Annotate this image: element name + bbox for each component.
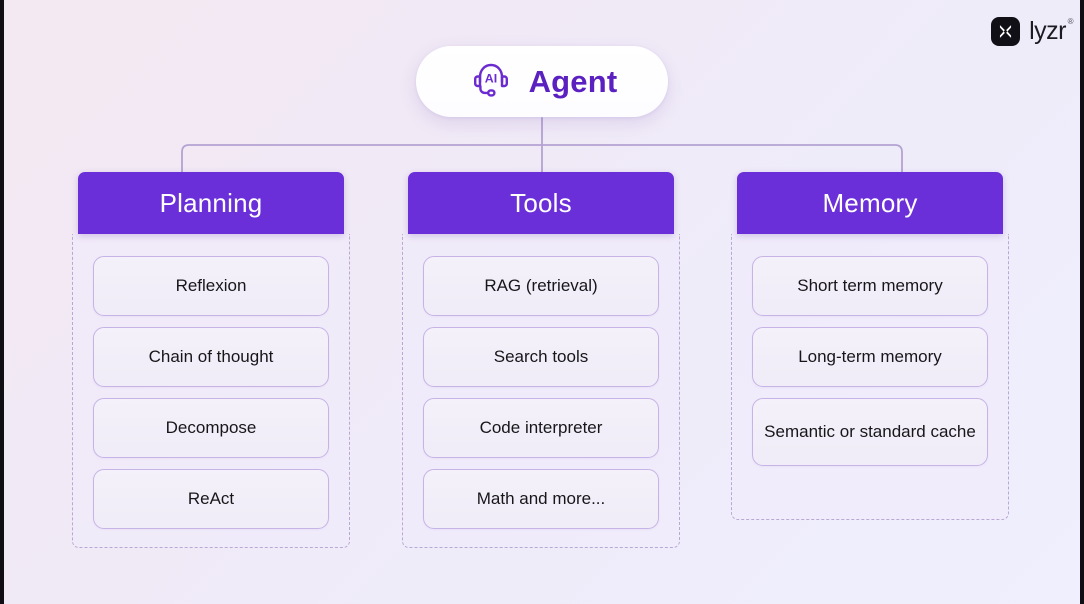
headset-ai-icon: AI (467, 55, 515, 108)
list-item[interactable]: Decompose (93, 398, 329, 458)
column-planning: Planning Reflexion Chain of thought Deco… (72, 172, 350, 548)
list-item[interactable]: Code interpreter (423, 398, 659, 458)
column-header-planning[interactable]: Planning (78, 172, 344, 234)
agent-label: Agent (528, 63, 618, 99)
brand-name-text: lyzr (1029, 17, 1066, 45)
brand-trademark: ® (1067, 17, 1074, 26)
list-item[interactable]: Math and more... (423, 469, 659, 529)
column-header-tools[interactable]: Tools (408, 172, 674, 234)
list-item[interactable]: Long-term memory (752, 327, 988, 387)
capability-columns: Planning Reflexion Chain of thought Deco… (0, 172, 1084, 572)
agent-root-node[interactable]: AI Agent (416, 46, 668, 117)
list-item[interactable]: RAG (retrieval) (423, 256, 659, 316)
column-body-memory: Short term memory Long-term memory Seman… (731, 234, 1009, 520)
list-item[interactable]: ReAct (93, 469, 329, 529)
brand-logo: lyzr ® (991, 17, 1074, 46)
column-body-planning: Reflexion Chain of thought Decompose ReA… (72, 234, 350, 548)
column-memory: Memory Short term memory Long-term memor… (731, 172, 1009, 520)
list-item[interactable]: Short term memory (752, 256, 988, 316)
list-item[interactable]: Semantic or standard cache (752, 398, 988, 466)
column-header-memory[interactable]: Memory (737, 172, 1003, 234)
list-item[interactable]: Search tools (423, 327, 659, 387)
column-tools: Tools RAG (retrieval) Search tools Code … (402, 172, 680, 548)
lyzr-x-mark-icon (991, 17, 1021, 46)
agent-icon-text: AI (484, 72, 496, 86)
list-item[interactable]: Chain of thought (93, 327, 329, 387)
column-body-tools: RAG (retrieval) Search tools Code interp… (402, 234, 680, 548)
brand-name: lyzr ® (1029, 17, 1073, 45)
left-edge-strip (0, 0, 4, 604)
right-edge-strip (1080, 0, 1084, 604)
list-item[interactable]: Reflexion (93, 256, 329, 316)
